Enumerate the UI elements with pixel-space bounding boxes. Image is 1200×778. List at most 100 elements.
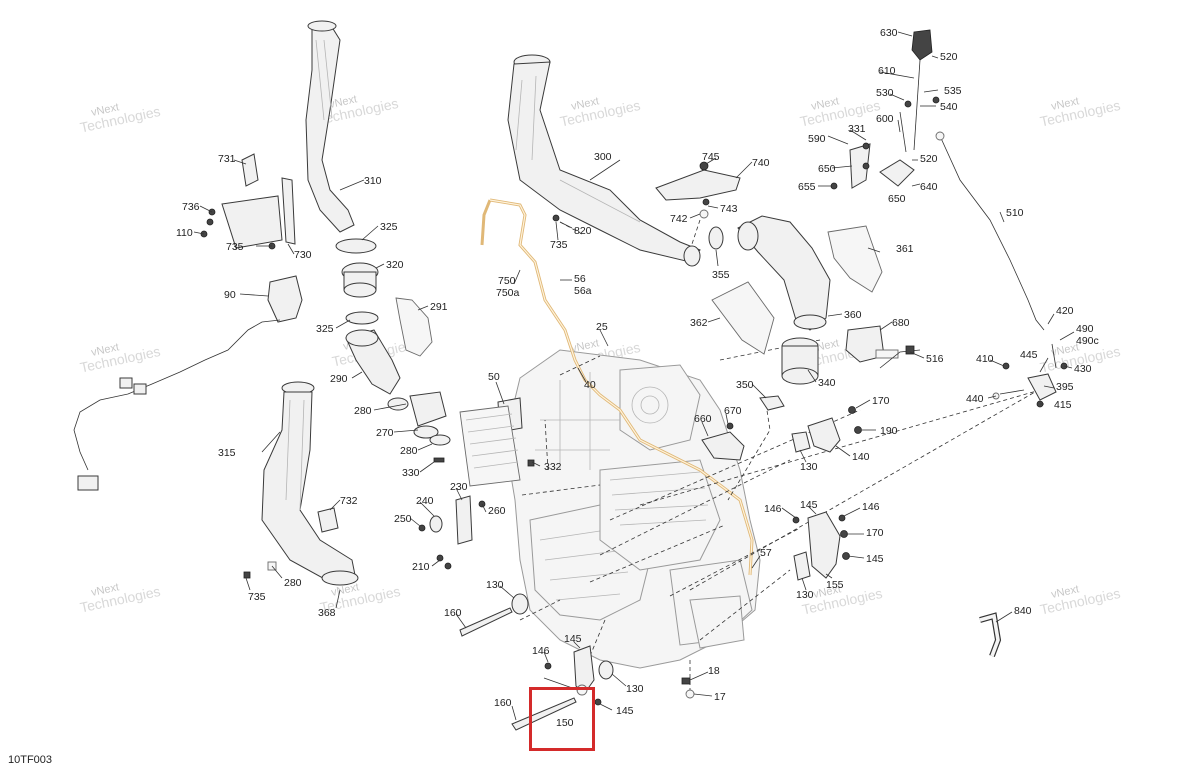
callout: 291 [430, 301, 448, 313]
air-duct-315 [261, 381, 359, 586]
watermark: vNext Technologies [79, 101, 162, 135]
callout: 145 [800, 499, 818, 511]
callout: 730 [294, 249, 312, 261]
callout: 145 [564, 633, 582, 645]
callout: 732 [340, 495, 358, 507]
callout: 590 [808, 133, 826, 145]
callout: 361 [896, 243, 914, 255]
callout: 740 [752, 157, 770, 169]
intake-290 [345, 297, 451, 463]
callout: 90 [224, 289, 236, 301]
callout: 520 [940, 51, 958, 63]
callout: 630 [880, 27, 898, 39]
callout: 516 [926, 353, 944, 365]
callout: 160 [494, 697, 512, 709]
panel-361 [827, 225, 883, 293]
callout: 130 [626, 683, 644, 695]
svg-text:vNext: vNext [570, 337, 600, 355]
callout: 750a [496, 287, 520, 299]
callout: 56a [574, 285, 592, 297]
watermark: vNext Technologies [1039, 95, 1122, 129]
callout: 440 [966, 393, 984, 405]
bracket-730 [200, 153, 296, 250]
callout: 40 [584, 379, 596, 391]
watermark: vNext Technologies [1039, 583, 1122, 617]
callout: 736 [182, 201, 200, 213]
callout: 530 [876, 87, 894, 99]
svg-text:vNext: vNext [810, 95, 840, 113]
callout: 735 [248, 591, 266, 603]
callout: 355 [712, 269, 730, 281]
highlight-box [529, 687, 595, 751]
callout: 130 [796, 589, 814, 601]
callout: 155 [826, 579, 844, 591]
callout: 25 [596, 321, 608, 333]
svg-text:vNext: vNext [1050, 95, 1080, 113]
air-duct-360 [737, 215, 831, 331]
callout: 735 [226, 241, 244, 253]
callout: 650 [888, 193, 906, 205]
callout: 146 [764, 503, 782, 515]
callout: 310 [364, 175, 382, 187]
callout: 743 [720, 203, 738, 215]
callout: 655 [798, 181, 816, 193]
callout: 280 [354, 405, 372, 417]
callout: 395 [1056, 381, 1074, 393]
callout: 130 [800, 461, 818, 473]
figure-code: 10TF003 [8, 754, 53, 766]
callout: 680 [892, 317, 910, 329]
callout: 535 [944, 85, 962, 97]
mount-bracket-150 [511, 645, 614, 731]
part-680 [845, 325, 921, 369]
callout: 600 [876, 113, 894, 125]
watermark: vNext Technologies [799, 95, 882, 129]
shield-50 [459, 397, 535, 487]
callout: 410 [976, 353, 994, 365]
callout: 170 [866, 527, 884, 539]
callout: 160 [444, 607, 462, 619]
callout: 320 [386, 259, 404, 271]
callout: 290 [330, 373, 348, 385]
svg-text:vNext: vNext [1050, 341, 1080, 359]
callout: 840 [1014, 605, 1032, 617]
callout: 280 [284, 577, 302, 589]
callout: 18 [708, 665, 720, 677]
callout: 540 [940, 101, 958, 113]
callout: 745 [702, 151, 720, 163]
callout: 750 [498, 275, 516, 287]
svg-text:vNext: vNext [90, 341, 120, 359]
part-18-17 [681, 677, 695, 699]
callout: 820 [574, 225, 592, 237]
callout: 362 [690, 317, 708, 329]
part-660 [701, 422, 745, 461]
callout: 332 [544, 461, 562, 473]
watermark: vNext Technologies [79, 581, 162, 615]
callout: 510 [1006, 207, 1024, 219]
callout: 490c [1076, 335, 1099, 347]
callout: 315 [218, 447, 236, 459]
callout: 742 [670, 213, 688, 225]
callout: 735 [550, 239, 568, 251]
callout: 660 [694, 413, 712, 425]
part-350 [759, 395, 785, 411]
callout: 640 [920, 181, 938, 193]
hose-840 [979, 612, 1002, 658]
callout: 420 [1056, 305, 1074, 317]
callout: 300 [594, 151, 612, 163]
callout: 140 [852, 451, 870, 463]
callout: 650 [818, 163, 836, 175]
callout: 145 [616, 705, 634, 717]
mount-140 [791, 406, 862, 453]
watermark: vNext Technologies [559, 95, 642, 129]
callout: 331 [848, 123, 866, 135]
callout: 50 [488, 371, 500, 383]
clamp-325-320 [335, 238, 379, 325]
callout: 368 [318, 607, 336, 619]
callout: 430 [1074, 363, 1092, 375]
svg-text:vNext: vNext [90, 101, 120, 119]
label-leaders [193, 31, 1075, 721]
svg-text:vNext: vNext [330, 581, 360, 599]
air-duct-310 [305, 20, 355, 233]
callout: 145 [866, 553, 884, 565]
